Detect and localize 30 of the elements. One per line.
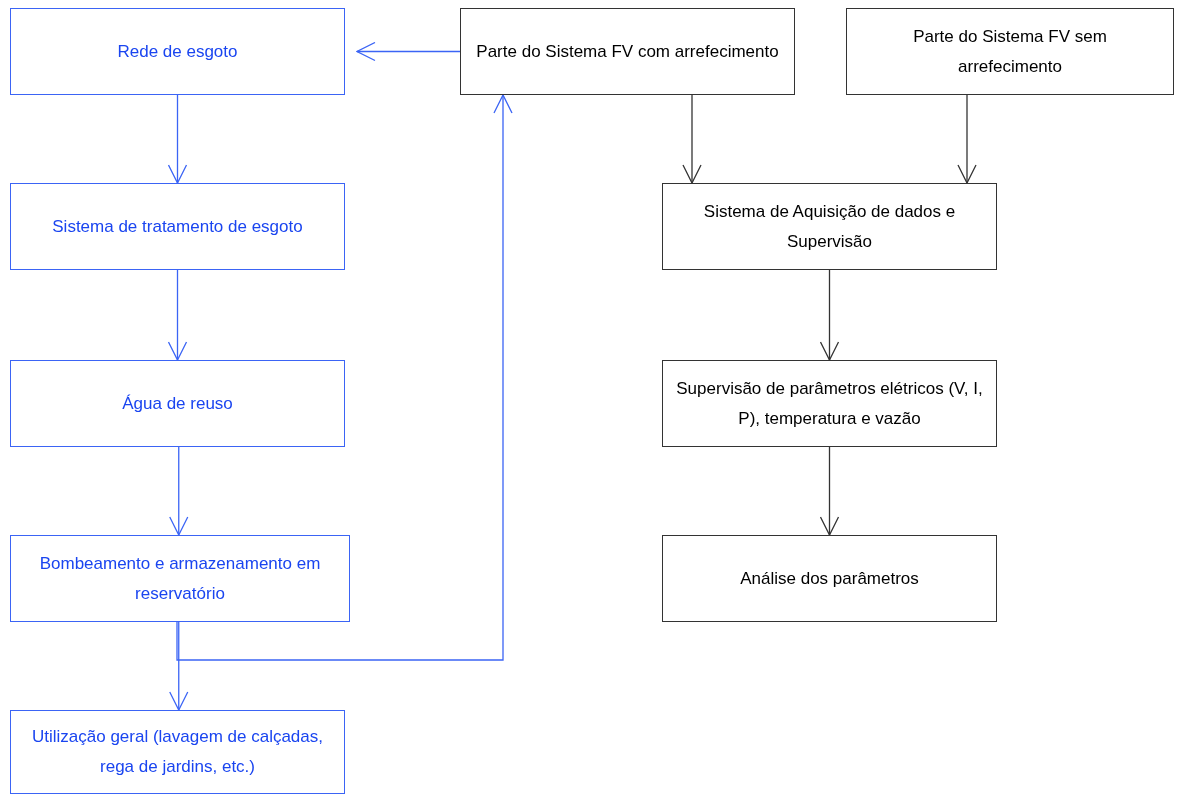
box-label: Utilização geral (lavagem de calçadas, rega de jardins, etc.)	[30, 726, 324, 778]
box-label: Parte do Sistema FV com arrefecimento	[476, 40, 779, 63]
process-box	[10, 183, 345, 270]
arrow	[169, 446, 189, 536]
process-box	[10, 360, 345, 447]
arrow	[167, 94, 188, 184]
arrow	[167, 269, 188, 361]
process-box	[662, 183, 997, 270]
process-box	[460, 8, 795, 95]
process-box	[10, 710, 345, 794]
arrow	[819, 269, 840, 361]
process-box	[662, 535, 997, 622]
process-box	[10, 535, 350, 622]
process-box	[10, 8, 345, 95]
arrow	[682, 94, 702, 184]
box-label: Água de reuso	[122, 392, 233, 415]
box-label: Rede de esgoto	[117, 40, 238, 63]
process-box	[846, 8, 1174, 95]
box-label: Parte do Sistema FV sem arrefecimento	[912, 25, 1108, 78]
arrow	[957, 94, 977, 184]
process-box	[662, 360, 997, 447]
arrow	[169, 621, 189, 711]
arrow	[356, 41, 461, 62]
arrow	[176, 94, 513, 661]
box-label: Supervisão de parâmetros elétricos (V, I, P), temperatura e vazão	[675, 377, 984, 430]
box-label: Sistema de tratamento de esgoto	[52, 215, 303, 238]
box-label: Bombeamento e armazenamento em reservatório	[38, 552, 322, 605]
arrow	[819, 446, 840, 536]
box-label: Sistema de Aquisição de dados e Supervisão	[702, 200, 957, 253]
box-label: Análise dos parâmetros	[740, 567, 919, 590]
